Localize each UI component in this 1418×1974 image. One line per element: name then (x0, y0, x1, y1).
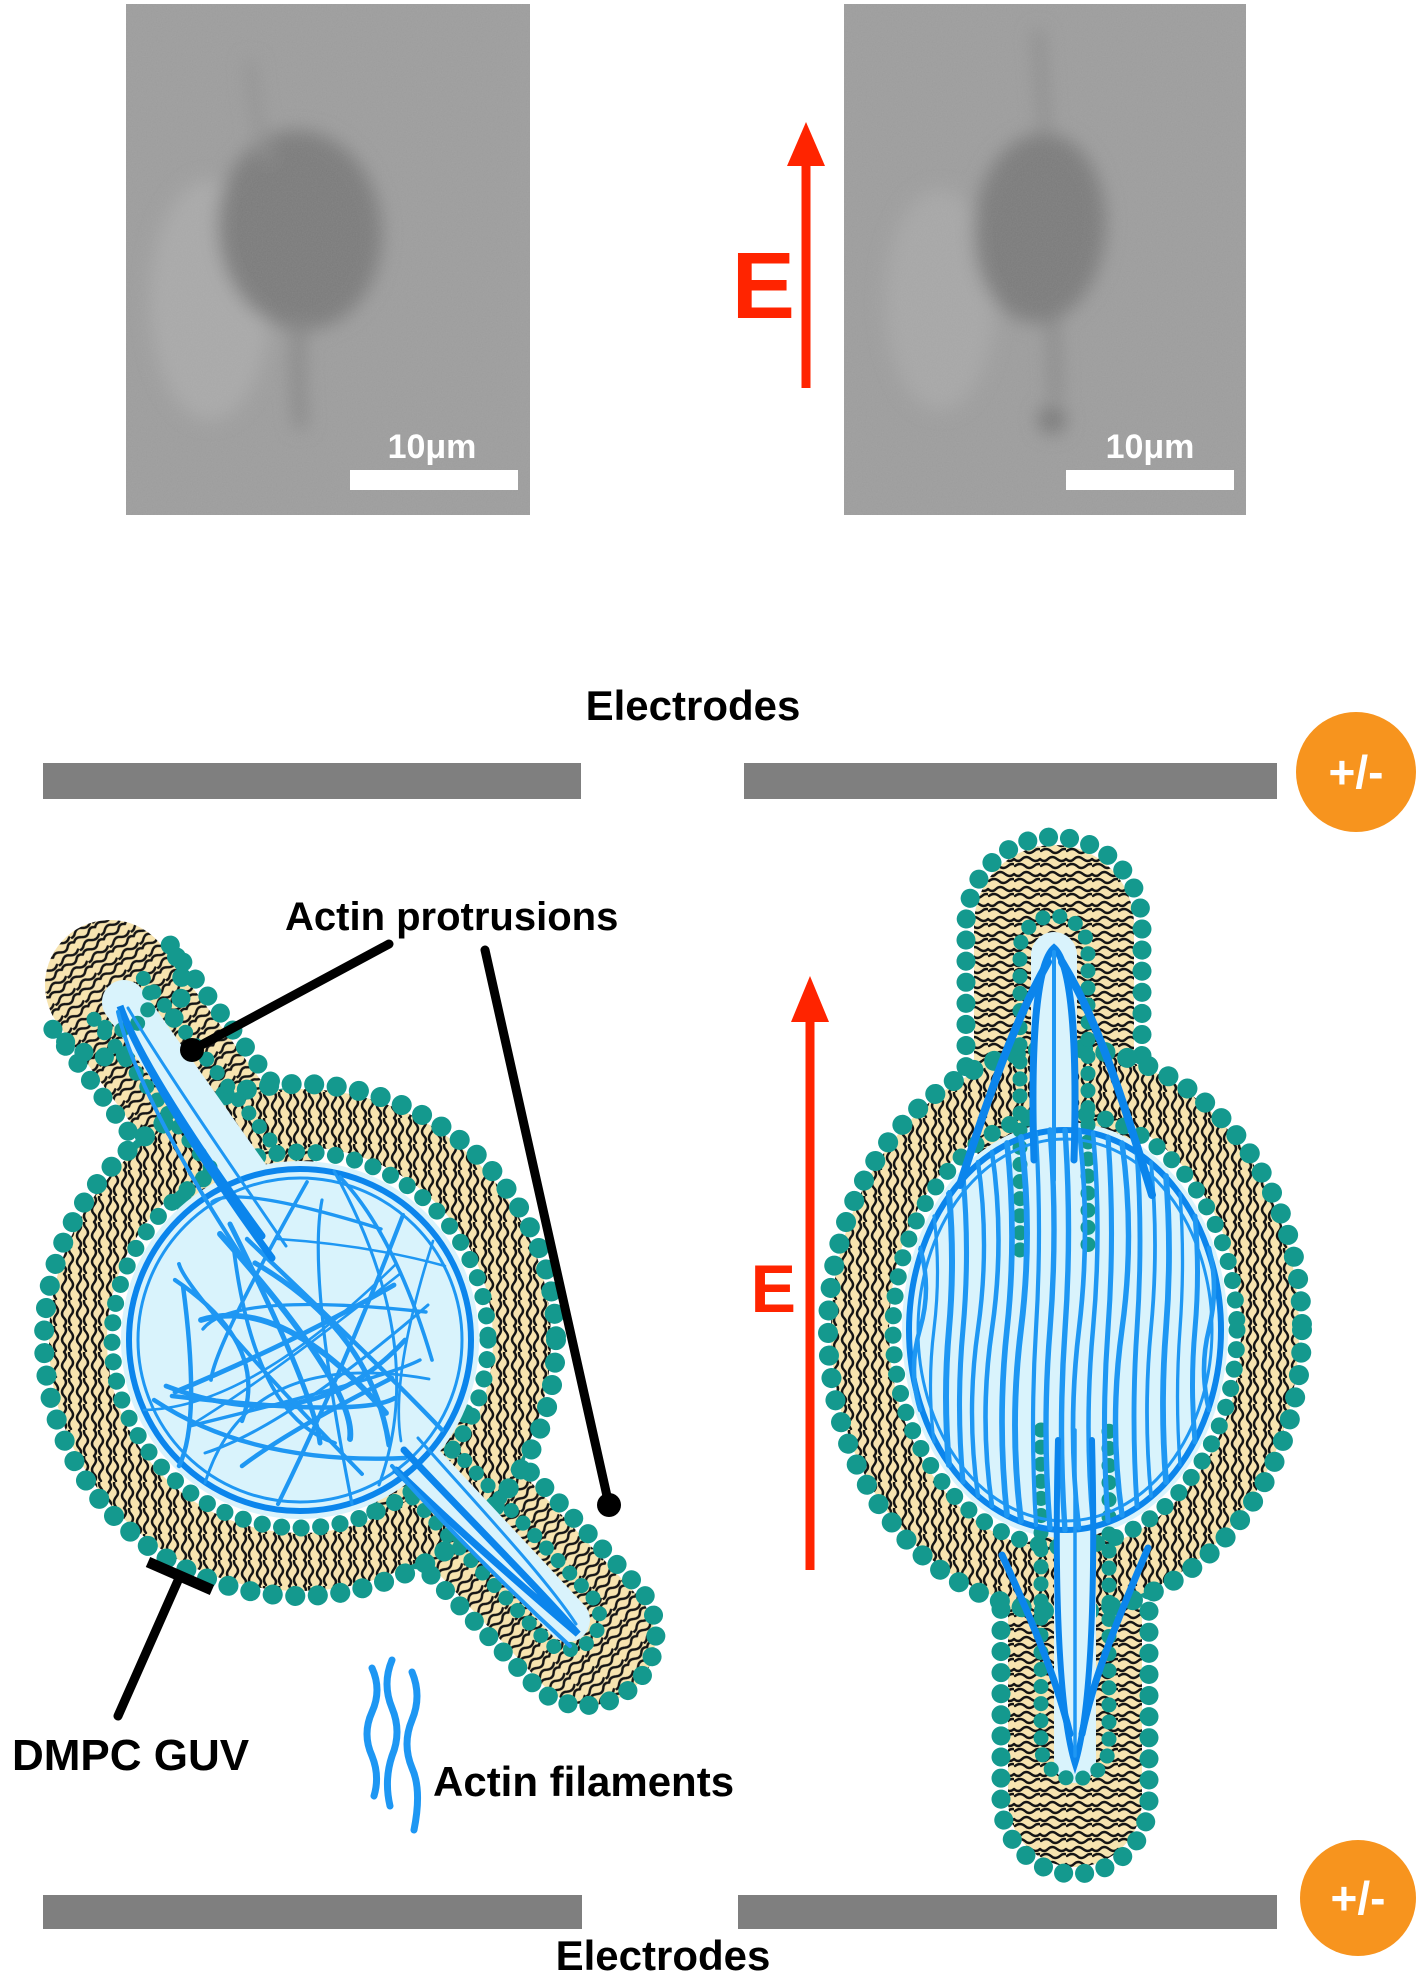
actin-filament (172, 1282, 397, 1395)
actin-filament (943, 1190, 955, 1468)
field-label-bottom: E (751, 1251, 796, 1327)
actin-filament (142, 1262, 398, 1412)
annotation-actin-protrusions: Actin protrusions (180, 895, 621, 1517)
lipid-heads-inner (103, 1143, 497, 1537)
actin-filament (332, 1169, 399, 1487)
actin-filament (210, 1195, 383, 1231)
lipid-heads-inner (1012, 908, 1096, 1258)
polarity-label-bottom: +/- (1331, 1872, 1386, 1924)
actin-filament (1101, 1134, 1115, 1524)
pointer-line (113, 1571, 185, 1721)
actin-filament (1086, 1130, 1100, 1528)
guv-right (818, 827, 1312, 1884)
field-label-top: E (732, 233, 795, 339)
actin-filaments-label: Actin filaments (433, 1758, 734, 1805)
actin-filaments-legend-icon (363, 1656, 421, 1834)
actin-filament (1131, 1149, 1143, 1509)
lipid-heads-inner (1033, 1422, 1117, 1787)
lipid-heads-inner (399, 1440, 608, 1658)
dmpc-guv-label: DMPC GUV (12, 1731, 250, 1780)
actin-filament (1058, 1127, 1072, 1533)
micrograph-left-vesicle-blob (126, 4, 530, 515)
field-arrow-top-shaft (801, 163, 811, 388)
pointer-dot (597, 1493, 621, 1517)
polarity-badge-top: +/- (1296, 712, 1416, 832)
field-arrow-head (791, 976, 829, 1022)
actin-filament (232, 1249, 337, 1445)
actin-filament (397, 1239, 435, 1443)
field-arrow-bottom-diagram: E (751, 976, 829, 1570)
actin-filament (1201, 1245, 1217, 1413)
scale-bar-right (1066, 470, 1234, 490)
actin-filament (176, 1283, 194, 1469)
actin-filament (227, 1221, 323, 1446)
actin-funnels-right (956, 943, 1156, 1775)
actin-filament (928, 1214, 940, 1444)
pointer-dot (180, 1038, 204, 1062)
field-arrow-top-head (787, 122, 825, 166)
actin-filament (203, 1303, 430, 1455)
polarity-badge-top-circle (1296, 712, 1416, 832)
actin-filament (983, 1149, 1001, 1509)
actin-bundle-upper-left (116, 1004, 288, 1274)
polarity-label-top: +/- (1329, 746, 1384, 798)
scale-label-left: 10μm (388, 428, 477, 466)
polarity-badge-bottom: +/- (1300, 1840, 1416, 1956)
micrograph-right-vesicle-blob (844, 4, 1246, 515)
actin-filament (338, 1175, 434, 1362)
protrusion-channel (102, 980, 320, 1270)
field-arrow-top: E (732, 122, 825, 388)
actin-filament (1145, 1160, 1157, 1498)
actin-filament (169, 1393, 398, 1410)
lipid-heads-outer (991, 1580, 1159, 1884)
field-arrow-shaft (805, 1018, 815, 1570)
electrode-top-left (43, 763, 581, 799)
actin-filament (201, 1302, 428, 1331)
polarity-badge-bottom-circle (1300, 1840, 1416, 1956)
lipid-heads-outer (956, 827, 1152, 1140)
actin-protrusions-label: Actin protrusions (285, 895, 618, 939)
actin-filament (956, 1173, 970, 1485)
annotation-actin-filaments: Actin filaments (363, 1656, 734, 1834)
actin-filament (252, 1260, 392, 1448)
electrode-bottom-left (43, 1895, 582, 1929)
actin-filament (1190, 1213, 1200, 1445)
actin-filament (1012, 1134, 1030, 1524)
actin-filament (1160, 1173, 1172, 1485)
electrodes-label-bottom: Electrodes (556, 1932, 771, 1974)
actin-filament (188, 1358, 422, 1428)
actin-filaments-right (911, 1127, 1217, 1533)
pointer-line (480, 945, 614, 1510)
electrode-bottom-right (738, 1895, 1277, 1929)
electrode-top-right (744, 763, 1277, 799)
actin-filament (999, 1140, 1015, 1518)
actin-filament (911, 1245, 929, 1413)
actin-bundle-lower-right (390, 1436, 581, 1648)
scale-label-right: 10μm (1106, 428, 1195, 466)
actin-filament (1175, 1191, 1185, 1467)
pointer-line (187, 939, 394, 1055)
actin-filament (1030, 1130, 1042, 1528)
scale-bar-left (350, 470, 518, 490)
actin-filament (203, 1371, 431, 1485)
pointer-tee (145, 1556, 215, 1596)
actin-filament (1112, 1140, 1132, 1518)
actin-filament (151, 1397, 408, 1461)
annotation-dmpc-guv: DMPC GUV (12, 1556, 250, 1780)
micrograph-left: 10μm (126, 4, 530, 515)
micrograph-right: 10μm (844, 4, 1246, 515)
actin-filament (198, 1312, 389, 1416)
guv-left (34, 920, 666, 1716)
actin-filament (969, 1159, 987, 1499)
actin-cortex-left (126, 1166, 474, 1514)
actin-filament (1043, 1127, 1057, 1531)
actin-filament (172, 1277, 251, 1424)
lipid-heads-outer (34, 1074, 566, 1606)
electrodes-label-top: Electrodes (586, 682, 801, 729)
